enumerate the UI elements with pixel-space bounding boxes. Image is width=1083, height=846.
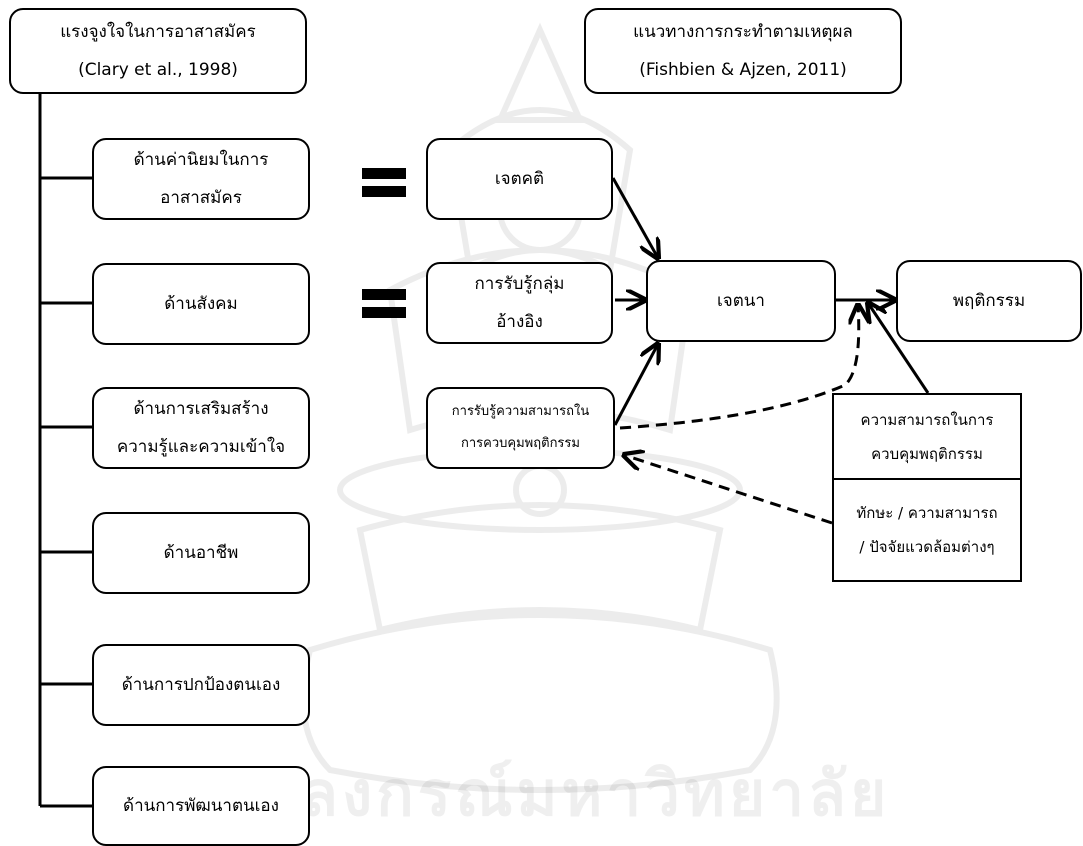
motivation-values-line2: อาสาสมัคร [160, 188, 242, 208]
motivation-understanding-box: ด้านการเสริมสร้าง ความรู้และความเข้าใจ [92, 387, 310, 469]
intention-box: เจตนา [646, 260, 836, 342]
equals-sign-1-top [362, 168, 406, 179]
equals-sign-2-bottom [362, 307, 406, 318]
right-header-box: แนวทางการกระทำตามเหตุผล (Fishbien & Ajze… [584, 8, 902, 94]
actual-control-box: ความสามารถในการ ควบคุมพฤติกรรม [832, 393, 1022, 481]
equals-sign-1-bottom [362, 186, 406, 197]
perceived-control-line1: การรับรู้ความสามารถใน [451, 404, 590, 419]
attitude-label: เจตคติ [494, 169, 545, 189]
perceived-control-line2: การควบคุมพฤติกรรม [461, 436, 580, 451]
intention-label: เจตนา [717, 291, 765, 311]
left-header-title: แรงจูงใจในการอาสาสมัคร [60, 22, 256, 42]
motivation-social-box: ด้านสังคม [92, 263, 310, 345]
motivation-protective-box: ด้านการปกป้องตนเอง [92, 644, 310, 726]
actual-control-line1: ความสามารถในการ [860, 411, 994, 429]
behavior-box: พฤติกรรม [896, 260, 1082, 342]
subjective-norm-line1: การรับรู้กลุ่ม [474, 274, 565, 294]
arrow-pbc-intention [613, 344, 658, 426]
motivation-understanding-line1: ด้านการเสริมสร้าง [133, 399, 269, 419]
left-header-citation: (Clary et al., 1998) [78, 60, 238, 80]
behavior-label: พฤติกรรม [952, 291, 1026, 311]
dashed-arrow-control-pbc [624, 455, 833, 525]
motivation-protective-label: ด้านการปกป้องตนเอง [121, 675, 281, 695]
right-header-title: แนวทางการกระทำตามเหตุผล [633, 22, 853, 42]
control-factors-line2: / ปัจจัยแวดล้อมต่างๆ [859, 538, 995, 556]
control-factors-box: ทักษะ / ความสามารถ / ปัจจัยแวดล้อมต่างๆ [832, 478, 1022, 582]
motivation-values-box: ด้านค่านิยมในการ อาสาสมัคร [92, 138, 310, 220]
motivation-enhancement-box: ด้านการพัฒนาตนเอง [92, 766, 310, 846]
perceived-control-box: การรับรู้ความสามารถใน การควบคุมพฤติกรรม [426, 387, 615, 469]
motivation-values-line1: ด้านค่านิยมในการ [133, 150, 269, 170]
arrow-attitude-intention [611, 177, 658, 258]
subjective-norm-box: การรับรู้กลุ่ม อ้างอิง [426, 262, 613, 344]
attitude-box: เจตคติ [426, 138, 613, 220]
motivation-career-label: ด้านอาชีพ [163, 543, 239, 563]
motivation-enhancement-label: ด้านการพัฒนาตนเอง [123, 796, 279, 816]
dashed-arrow-pbc-behavior [619, 305, 859, 430]
control-factors-line1: ทักษะ / ความสามารถ [856, 504, 998, 522]
motivation-career-box: ด้านอาชีพ [92, 512, 310, 594]
actual-control-line2: ควบคุมพฤติกรรม [871, 445, 983, 463]
equals-sign-2-top [362, 289, 406, 300]
arrow-control-behavior [868, 303, 930, 394]
motivation-social-label: ด้านสังคม [164, 294, 238, 314]
subjective-norm-line2: อ้างอิง [496, 312, 543, 332]
motivation-understanding-line2: ความรู้และความเข้าใจ [116, 437, 286, 457]
left-header-box: แรงจูงใจในการอาสาสมัคร (Clary et al., 19… [9, 8, 307, 94]
right-header-citation: (Fishbien & Ajzen, 2011) [639, 60, 847, 80]
